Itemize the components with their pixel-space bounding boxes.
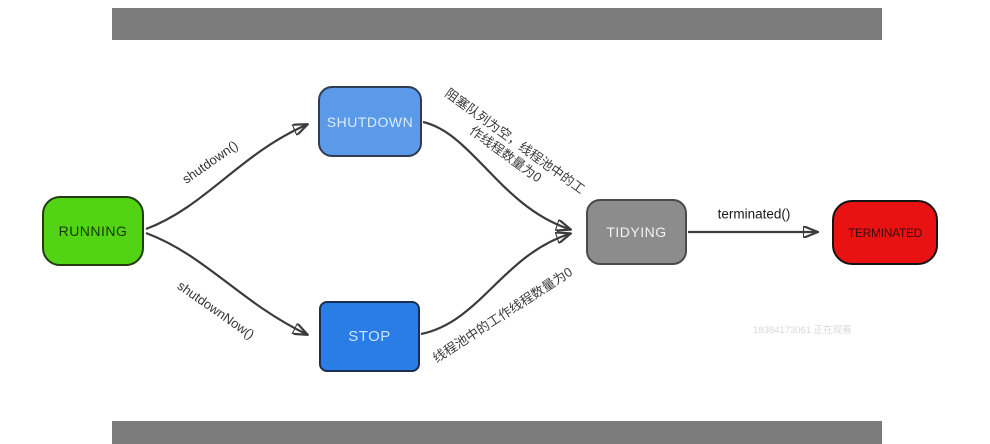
state-node-tidying: TIDYING	[586, 199, 687, 265]
top-frame-bar	[112, 8, 882, 40]
edge-running-to-shutdown	[145, 125, 306, 231]
state-label-terminated: TERMINATED	[847, 225, 923, 240]
state-label-running: RUNNING	[58, 223, 128, 239]
state-node-shutdown: SHUTDOWN	[318, 86, 422, 157]
edge-running-to-stop	[145, 231, 306, 334]
state-node-stop: STOP	[319, 301, 420, 372]
state-node-running: RUNNING	[42, 196, 144, 266]
state-label-tidying: TIDYING	[606, 224, 667, 240]
state-label-stop: STOP	[348, 328, 391, 345]
edge-shutdown-to-tidying	[422, 120, 569, 229]
state-label-shutdown: SHUTDOWN	[326, 113, 414, 130]
edge-label-terminated-call: terminated()	[717, 206, 791, 222]
edge-stop-to-tidying	[420, 234, 569, 336]
state-node-terminated: TERMINATED	[832, 200, 938, 265]
bottom-frame-bar	[112, 421, 882, 444]
viewer-watermark: 18384173061 正在观看	[753, 325, 852, 336]
